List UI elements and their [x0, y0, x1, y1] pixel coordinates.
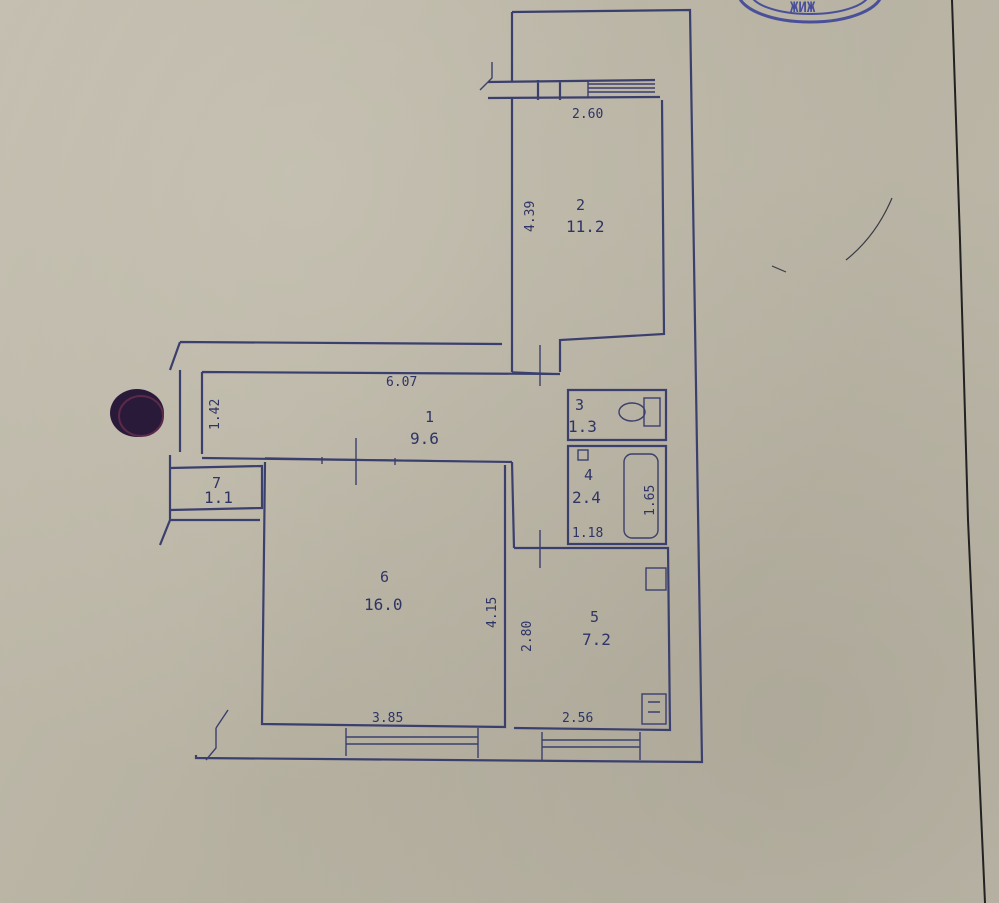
room3-walls — [566, 388, 668, 442]
corridor-walls — [200, 370, 561, 549]
room3-area: 1.3 — [568, 417, 597, 436]
room6-number: 6 — [380, 568, 389, 586]
room6-walls — [260, 461, 507, 729]
dim-room6-length: 4.15 — [485, 597, 500, 628]
room7-walls — [169, 464, 264, 512]
dim-room6-width: 3.85 — [372, 711, 403, 726]
ink-blot-ring — [118, 395, 164, 437]
room2-number: 2 — [576, 196, 585, 214]
door-marks — [511, 345, 561, 386]
break-mark — [205, 709, 229, 761]
room7-area: 1.1 — [204, 488, 233, 507]
balcony — [479, 12, 661, 100]
room-labels: 1 9.6 2 11.2 3 1.3 4 2.4 5 7.2 6 16.0 7 … — [204, 196, 611, 649]
pencil-mark — [845, 197, 893, 261]
dim-bath-length: 1.65 — [643, 485, 658, 516]
dim-room5-width: 2.56 — [562, 711, 593, 726]
room2-walls — [510, 98, 666, 372]
dim-corridor-length: 6.07 — [386, 375, 417, 390]
dim-bath-width: 1.18 — [572, 526, 603, 541]
bathtub-icon — [577, 449, 659, 539]
dimension-labels: 2.60 4.39 6.07 1.42 3.85 4.15 2.56 2.80 … — [208, 107, 658, 726]
outer-walls — [158, 8, 704, 764]
room6-area: 16.0 — [364, 595, 403, 614]
dim-room2-width: 2.60 — [572, 107, 603, 122]
stamp-text: ЖИЖ — [790, 0, 816, 16]
room5-walls — [513, 546, 672, 732]
toilet-icon — [618, 397, 661, 427]
room1-number: 1 — [425, 408, 434, 426]
room4-area: 2.4 — [572, 488, 601, 507]
door-marks-lower — [515, 530, 560, 568]
sheet-border-line — [951, 0, 986, 903]
stove-icon — [641, 567, 667, 725]
room2-area: 11.2 — [566, 217, 605, 236]
room7-number: 7 — [212, 474, 221, 492]
room3-number: 3 — [575, 396, 584, 414]
pencil-tick — [771, 265, 787, 273]
room4-number: 4 — [584, 466, 593, 484]
room5-area: 7.2 — [582, 630, 611, 649]
dim-room2-length: 4.39 — [523, 201, 538, 232]
corridor-partition — [264, 438, 513, 485]
room1-area: 9.6 — [410, 429, 439, 448]
room5-window — [541, 732, 641, 760]
dim-room5-length: 2.80 — [520, 621, 535, 652]
ink-blot — [110, 389, 164, 437]
room5-number: 5 — [590, 608, 599, 626]
room6-window — [345, 728, 479, 758]
room4-walls — [566, 444, 668, 546]
dim-corridor-width: 1.42 — [208, 399, 223, 430]
stamp: ЖИЖ — [738, 0, 882, 24]
